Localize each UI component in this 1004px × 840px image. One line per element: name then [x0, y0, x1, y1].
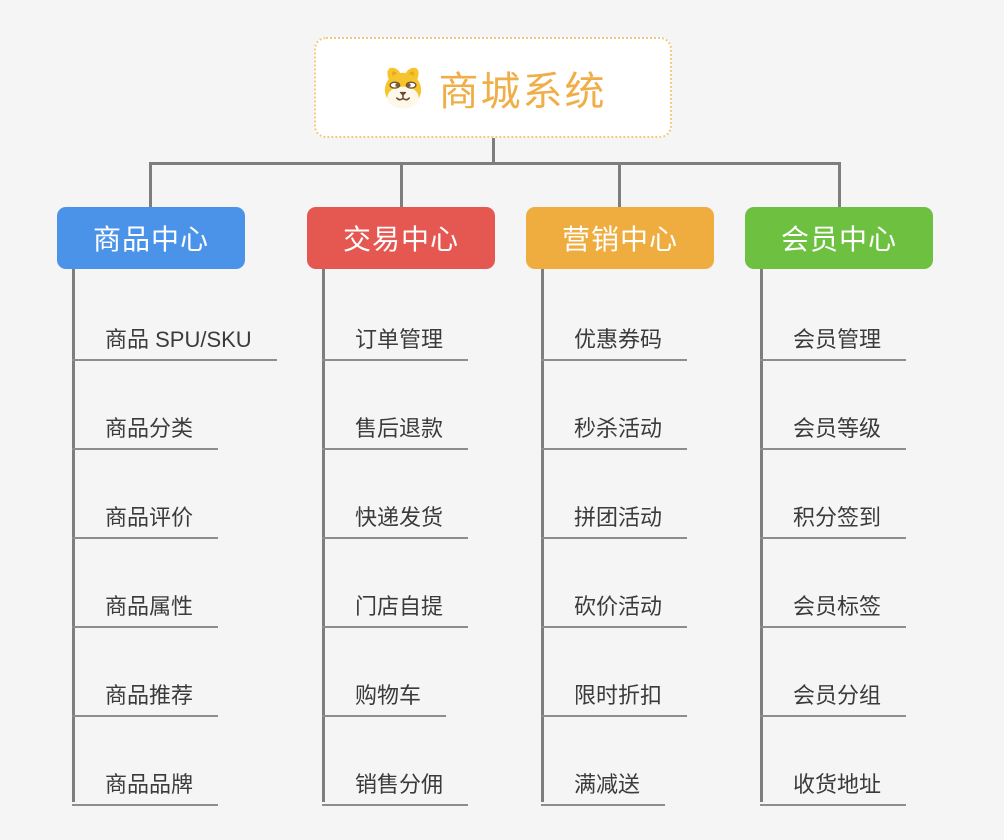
branch-header-product-center[interactable]: 商品中心 — [57, 207, 245, 269]
branch-trunk-line — [760, 269, 763, 802]
connector-drop-member — [838, 164, 841, 208]
topic-coupon-code[interactable]: 优惠券码 — [541, 314, 688, 361]
topic-limited-time-discount[interactable]: 限时折扣 — [541, 670, 688, 717]
branch-header-marketing-center[interactable]: 营销中心 — [526, 207, 714, 269]
connector-drop-trade — [400, 164, 403, 208]
topic-points-checkin[interactable]: 积分签到 — [760, 492, 907, 539]
topic-after-sale-refund[interactable]: 售后退款 — [322, 403, 469, 450]
topic-member-management[interactable]: 会员管理 — [760, 314, 907, 361]
topic-full-reduction[interactable]: 满减送 — [541, 759, 666, 806]
branch-trunk-line — [322, 269, 325, 802]
root-node-mall-system[interactable]: 商城系统 — [314, 37, 672, 138]
topic-group-buying[interactable]: 拼团活动 — [541, 492, 688, 539]
branch-trade-center: 交易中心 订单管理 售后退款 快递发货 门店自提 购物车 销售分佣 — [307, 207, 495, 840]
connector-bus — [149, 162, 841, 165]
topic-product-spu-sku[interactable]: 商品 SPU/SKU — [72, 314, 277, 361]
dog-face-icon — [384, 67, 421, 109]
topic-bargain-activity[interactable]: 砍价活动 — [541, 581, 688, 628]
branch-marketing-center: 营销中心 优惠券码 秒杀活动 拼团活动 砍价活动 限时折扣 满减送 — [526, 207, 714, 840]
branch-trunk-line — [72, 269, 75, 802]
topic-flash-sale[interactable]: 秒杀活动 — [541, 403, 688, 450]
topic-sales-commission[interactable]: 销售分佣 — [322, 759, 469, 806]
topic-member-group[interactable]: 会员分组 — [760, 670, 907, 717]
topic-product-recommend[interactable]: 商品推荐 — [72, 670, 219, 717]
topic-store-pickup[interactable]: 门店自提 — [322, 581, 469, 628]
connector-root-drop — [492, 138, 495, 165]
connector-drop-marketing — [618, 164, 621, 208]
topic-express-delivery[interactable]: 快递发货 — [322, 492, 469, 539]
topic-product-brand[interactable]: 商品品牌 — [72, 759, 219, 806]
topic-order-management[interactable]: 订单管理 — [322, 314, 469, 361]
topic-shopping-cart[interactable]: 购物车 — [322, 670, 447, 717]
topic-member-level[interactable]: 会员等级 — [760, 403, 907, 450]
topic-product-review[interactable]: 商品评价 — [72, 492, 219, 539]
branch-header-trade-center[interactable]: 交易中心 — [307, 207, 495, 269]
branch-trunk-line — [541, 269, 544, 802]
branch-product-center: 商品中心 商品 SPU/SKU 商品分类 商品评价 商品属性 商品推荐 商品品牌 — [57, 207, 277, 840]
branch-member-center: 会员中心 会员管理 会员等级 积分签到 会员标签 会员分组 收货地址 — [745, 207, 933, 840]
topic-product-attribute[interactable]: 商品属性 — [72, 581, 219, 628]
topic-product-category[interactable]: 商品分类 — [72, 403, 219, 450]
topic-shipping-address[interactable]: 收货地址 — [760, 759, 907, 806]
topic-member-tag[interactable]: 会员标签 — [760, 581, 907, 628]
connector-drop-product — [149, 164, 152, 208]
branch-header-member-center[interactable]: 会员中心 — [745, 207, 933, 269]
root-title: 商城系统 — [438, 69, 607, 114]
